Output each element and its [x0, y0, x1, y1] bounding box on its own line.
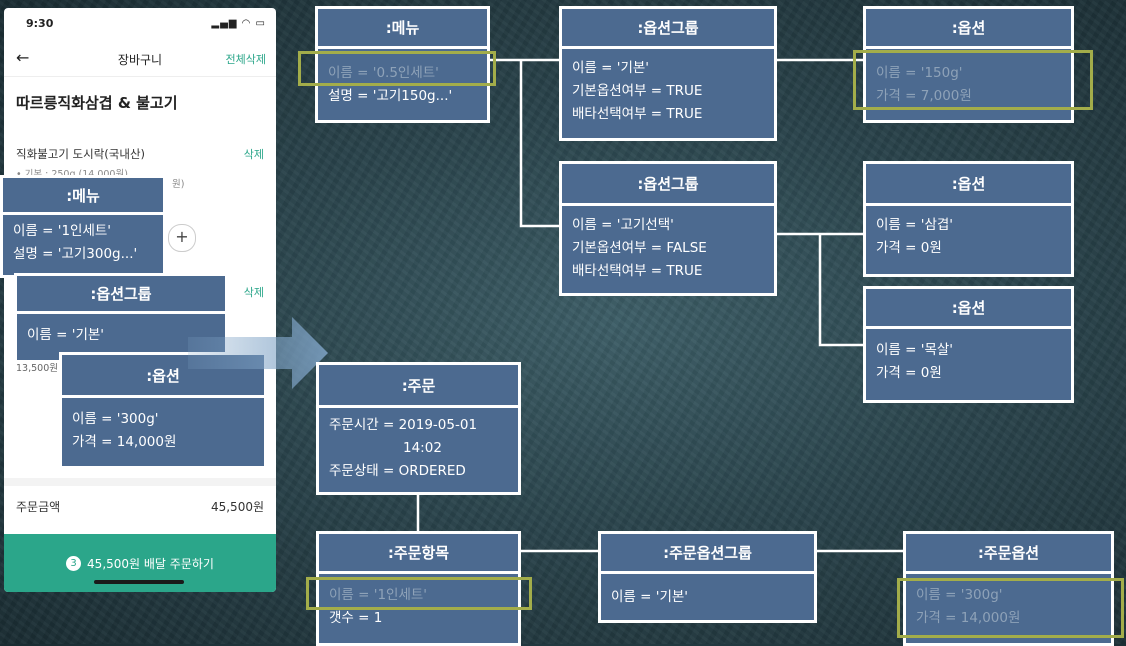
attr-line: 기본옵션여부 = FALSE: [572, 240, 707, 256]
option-box-1: :옵션 이름 = '150g' 가격 = 7,000원: [863, 6, 1074, 123]
total-value: 45,500원: [210, 500, 264, 514]
box-body: 주문시간 = 2019-05-01 14:02 주문상태 = ORDERED: [319, 408, 518, 492]
status-time: 9:30: [26, 17, 54, 30]
option-group-box-2: :옵션그룹 이름 = '고기선택' 기본옵션여부 = FALSE 배타선택여부 …: [559, 161, 777, 296]
box-body: 이름 = '기본' 기본옵션여부 = TRUE 배타선택여부 = TRUE: [562, 49, 774, 138]
arrow-right-icon: [188, 317, 328, 389]
highlight-menu-name: [298, 51, 496, 86]
box-header: :옵션: [866, 9, 1071, 49]
attr-line: 이름 = '기본': [572, 60, 649, 76]
signal-wifi-battery-icon: ▂▄▆ ◠ ▭: [211, 18, 266, 29]
box-header: :주문옵션: [906, 534, 1111, 574]
box-header: :옵션: [866, 164, 1071, 206]
attr-line: 가격 = 14,000원: [916, 610, 1021, 626]
item-delete-button[interactable]: 삭제: [243, 148, 264, 161]
attr-line: 이름 = '1인세트': [329, 587, 428, 603]
box-header: :옵션그룹: [562, 164, 774, 206]
attr-line: 가격 = 0원: [876, 240, 942, 256]
attr-line: 갯수 = 1: [329, 610, 383, 626]
attr-line: 주문시간 = 2019-05-01: [329, 417, 478, 433]
order-button-label: 45,500원 배달 주문하기: [87, 556, 214, 571]
box-header: :옵션: [866, 289, 1071, 329]
box-header: :메뉴: [3, 178, 163, 215]
box-body: 이름 = '기본': [601, 574, 814, 620]
box-header: :옵션그룹: [562, 9, 774, 49]
nav-bar: ← 장바구니 전체삭제: [4, 42, 276, 77]
attr-line: 배타선택여부 = TRUE: [572, 106, 703, 122]
attr-line: 이름 = '고기선택': [572, 217, 674, 233]
box-body: 이름 = '목살' 가격 = 0원: [866, 329, 1071, 400]
attr-line: 설명 = '고기150g...': [328, 88, 453, 104]
box-header: :메뉴: [318, 9, 487, 49]
attr-line: 이름 = '300g': [72, 411, 159, 427]
highlight-order-option-values: [897, 578, 1124, 638]
box-body: 이름 = '1인세트' 설명 = '고기300g...': [3, 215, 163, 275]
attr-line: 이름 = '기본': [611, 589, 688, 605]
partial-text: 원): [172, 179, 185, 190]
overlay-menu-box: :메뉴 이름 = '1인세트' 설명 = '고기300g...': [0, 175, 166, 278]
total-label: 주문금액: [16, 500, 61, 514]
attr-line: 이름 = '150g': [876, 65, 963, 81]
partial-price: 13,500원: [16, 363, 58, 374]
option-box-2: :옵션 이름 = '삼겹' 가격 = 0원: [863, 161, 1074, 277]
item2-delete-button[interactable]: 삭제: [243, 286, 264, 299]
delete-all-button[interactable]: 전체삭제: [225, 53, 266, 66]
attr-line: 설명 = '고기300g...': [13, 246, 138, 262]
option-box-3: :옵션 이름 = '목살' 가격 = 0원: [863, 286, 1074, 403]
box-header: :주문옵션그룹: [601, 534, 814, 574]
box-header: :주문: [319, 365, 518, 408]
box-body: 이름 = '고기선택' 기본옵션여부 = FALSE 배타선택여부 = TRUE: [562, 206, 774, 293]
box-header: :옵션그룹: [17, 276, 225, 314]
attr-line: 주문상태 = ORDERED: [329, 463, 466, 479]
attr-line: 가격 = 7,000원: [876, 88, 972, 104]
highlight-option-values: [853, 50, 1093, 110]
attr-line: 가격 = 0원: [876, 365, 942, 381]
attr-line: 이름 = '삼겹': [876, 217, 953, 233]
divider: [4, 478, 276, 486]
back-arrow-icon[interactable]: ←: [16, 48, 30, 67]
order-count-badge: 3: [66, 555, 82, 571]
order-option-group-box: :주문옵션그룹 이름 = '기본': [598, 531, 817, 623]
plus-icon[interactable]: +: [168, 224, 196, 252]
attr-line: 이름 = '기본': [27, 327, 104, 343]
page-title: 장바구니: [117, 53, 163, 67]
status-bar: 9:30 ▂▄▆ ◠ ▭: [4, 8, 276, 42]
link-optiongroup2-option3: [818, 234, 865, 347]
attr-line: 이름 = '1인세트': [13, 223, 112, 239]
highlight-order-item-name: [306, 577, 532, 610]
option-group-box-1: :옵션그룹 이름 = '기본' 기본옵션여부 = TRUE 배타선택여부 = T…: [559, 6, 777, 141]
box-header: :주문항목: [319, 534, 518, 574]
home-indicator: [94, 580, 184, 584]
attr-line: 기본옵션여부 = TRUE: [572, 83, 703, 99]
store-name: 따르릉직화삼겹 & 불고기: [16, 94, 178, 112]
cart-item-name: 직화불고기 도시락(국내산): [16, 147, 146, 161]
attr-line: 이름 = '300g': [916, 587, 1003, 603]
link-menu-optiongroup2: [519, 60, 561, 228]
cart-item-option: • 기본 : 250g (14,000원): [16, 169, 128, 180]
box-body: 이름 = '300g' 가격 = 14,000원: [906, 574, 1111, 643]
box-body: 이름 = '300g' 가격 = 14,000원: [62, 398, 264, 466]
attr-line: 이름 = '0.5인세트': [328, 65, 439, 81]
box-body: 이름 = '삼겹' 가격 = 0원: [866, 206, 1071, 274]
attr-line: 14:02: [403, 440, 442, 456]
attr-line: 가격 = 14,000원: [72, 434, 177, 450]
order-button[interactable]: 3 45,500원 배달 주문하기: [4, 534, 276, 592]
order-box: :주문 주문시간 = 2019-05-01 14:02 주문상태 = ORDER…: [316, 362, 521, 495]
attr-line: 배타선택여부 = TRUE: [572, 263, 703, 279]
attr-line: 이름 = '목살': [876, 342, 953, 358]
